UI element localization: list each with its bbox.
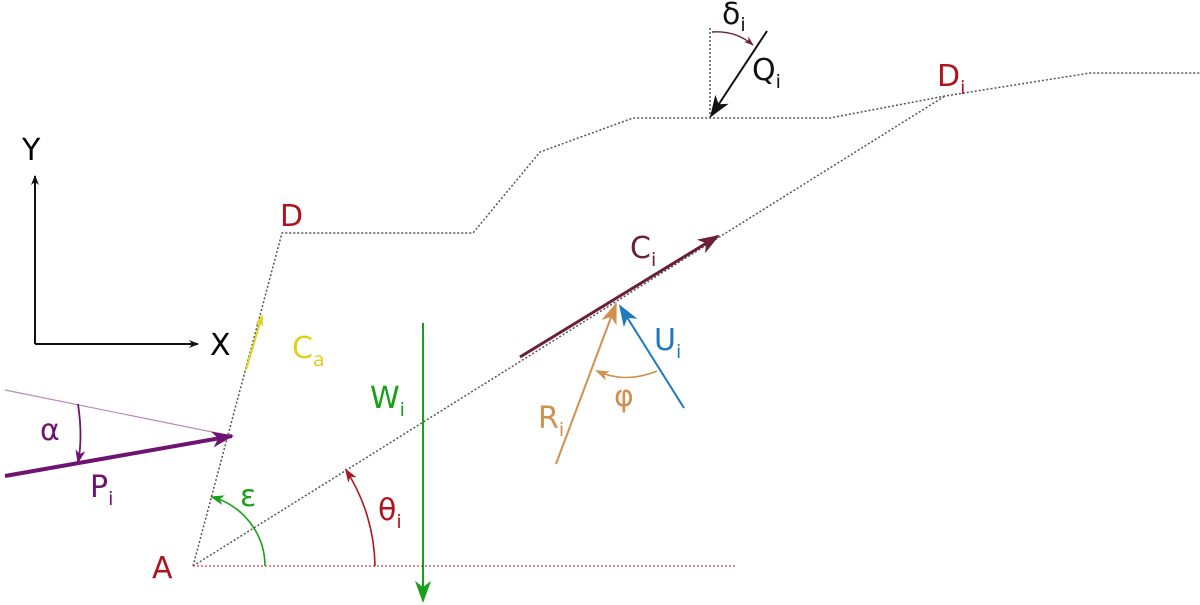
alpha-angle-arc xyxy=(75,403,86,464)
ui-label: Ui xyxy=(654,323,681,363)
epsilon-label: ε xyxy=(240,479,256,514)
qi-label: Qi xyxy=(752,53,781,93)
ca-force-arrow xyxy=(245,314,263,371)
theta-label: θi xyxy=(378,493,402,533)
x-axis-label: X xyxy=(210,328,231,363)
delta-label: δi xyxy=(722,0,746,36)
ri-force-arrow xyxy=(555,302,617,465)
epsilon-angle-arc xyxy=(210,495,266,567)
qi-force-arrow xyxy=(709,30,768,118)
pi-force-arrow xyxy=(4,431,234,478)
wi-label: Wi xyxy=(370,381,405,421)
pi-label: Pi xyxy=(90,470,113,510)
phi-label: φ xyxy=(614,379,634,414)
point-di-label: Di xyxy=(937,59,965,99)
ri-label: Ri xyxy=(538,401,564,441)
y-axis-label: Y xyxy=(21,133,41,168)
ci-force-arrow xyxy=(519,234,720,359)
theta-angle-arc xyxy=(344,468,376,567)
coordinate-axes: Y X xyxy=(21,133,231,363)
ca-label: Ca xyxy=(292,331,325,371)
point-a-label: A xyxy=(152,551,173,586)
ui-force-arrow xyxy=(618,304,685,409)
phi-angle-arc xyxy=(595,370,658,381)
alpha-label: α xyxy=(40,413,60,448)
pi-reference-line xyxy=(4,389,233,437)
point-d-label: D xyxy=(280,199,303,234)
ground-surface-profile xyxy=(192,72,1200,567)
delta-angle-arc xyxy=(711,31,754,46)
ci-label: Ci xyxy=(630,231,656,271)
